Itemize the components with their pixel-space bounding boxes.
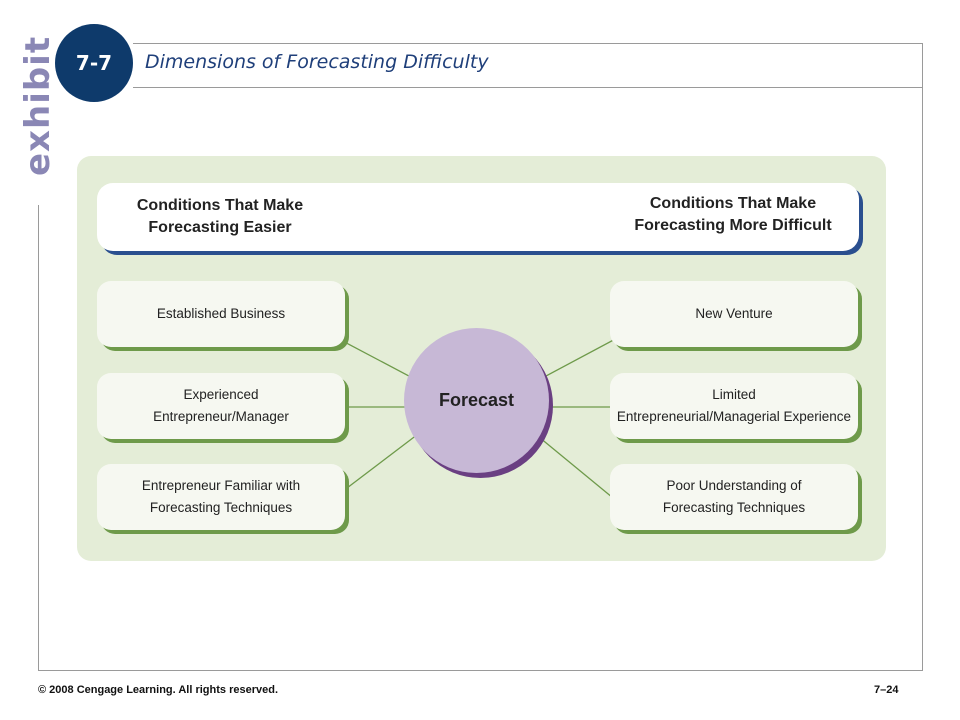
header-difficult: Conditions That Make Forecasting More Di… — [634, 195, 832, 234]
frame-left-border — [38, 205, 39, 671]
title-rule — [133, 87, 923, 88]
factor-familiar-techniques: Entrepreneur Familiar with Forecasting T… — [97, 464, 345, 530]
forecast-circle: Forecast — [404, 328, 549, 473]
factor-new-venture: New Venture — [610, 281, 858, 347]
factor-poor-understanding: Poor Understanding of Forecasting Techni… — [610, 464, 858, 530]
factor-limited-experience: Limited Entrepreneurial/Managerial Exper… — [610, 373, 858, 439]
frame-right-border — [922, 43, 923, 671]
frame-top-border — [133, 43, 923, 44]
factor-established-business: Established Business — [97, 281, 345, 347]
frame-bottom-border — [38, 670, 923, 671]
copyright-notice: © 2008 Cengage Learning. All rights rese… — [38, 684, 279, 696]
exhibit-number-badge: 7-7 — [55, 24, 133, 102]
factor-experienced-entrepreneur: Experienced Entrepreneur/Manager — [97, 373, 345, 439]
conditions-header-box — [97, 183, 859, 251]
connector-poor-understanding — [527, 427, 625, 508]
header-easier: Conditions That Make Forecasting Easier — [136, 197, 304, 236]
exhibit-title: Dimensions of Forecasting Difficulty — [145, 51, 489, 73]
page-number: 7–24 — [874, 684, 899, 696]
